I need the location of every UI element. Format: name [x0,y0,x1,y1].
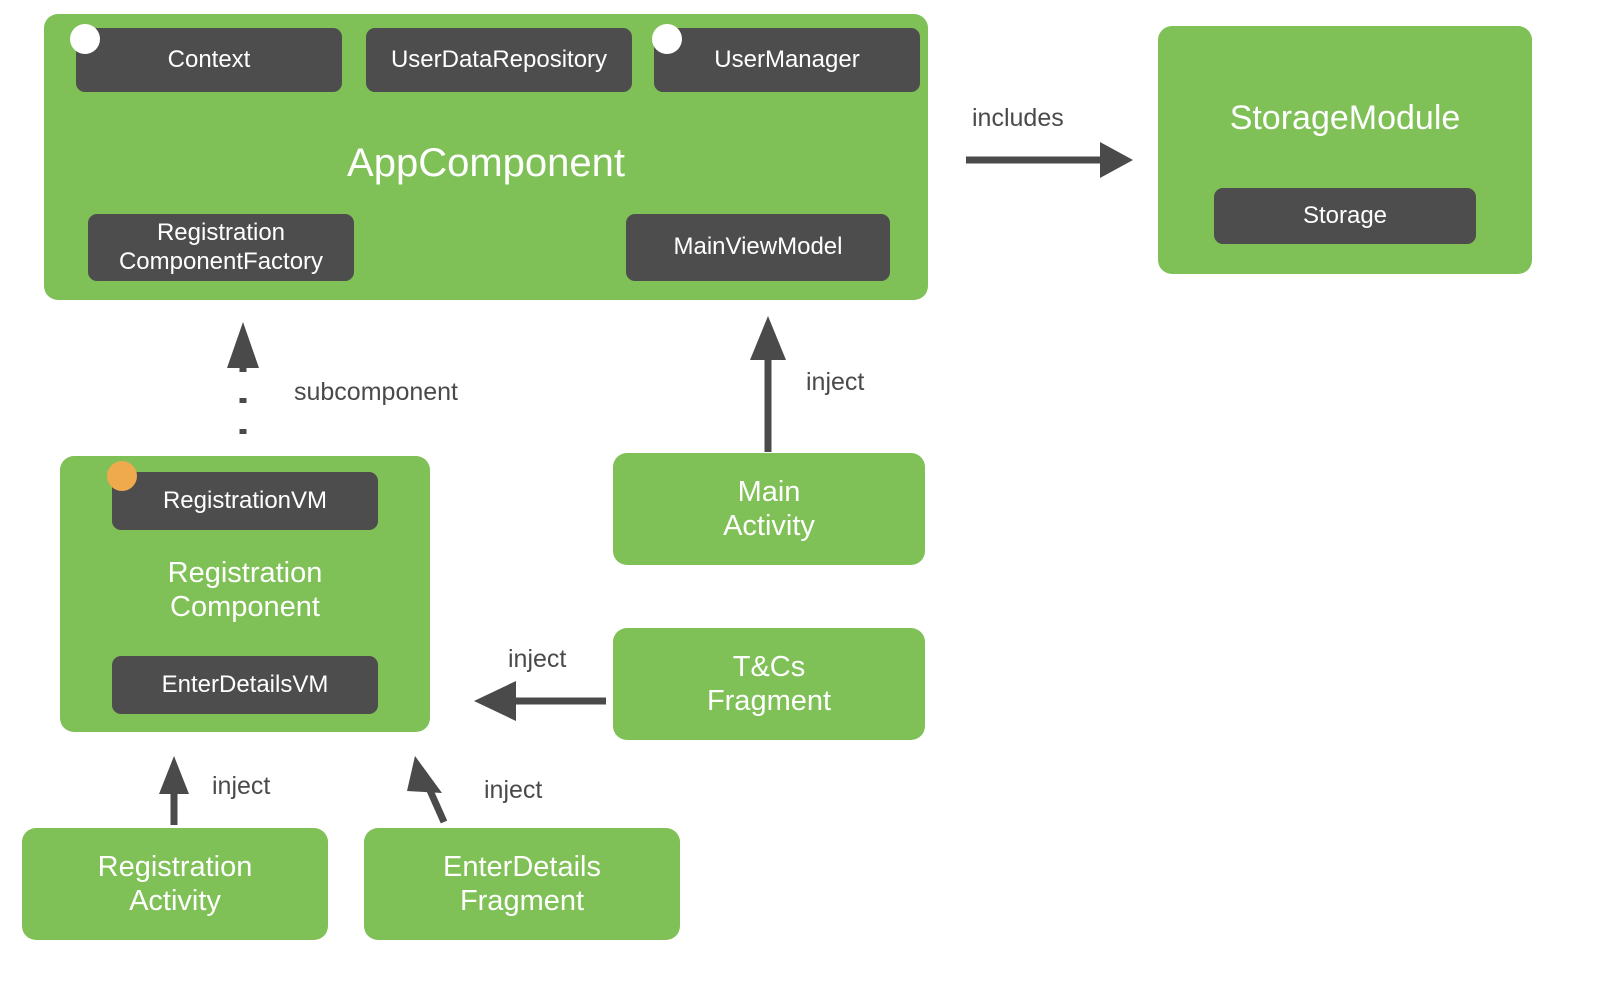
tcs-fragment-line1: T&Cs [732,650,806,683]
binding-user-data-repository[interactable]: UserDataRepository [366,28,632,92]
binding-user-data-repository-label: UserDataRepository [390,45,608,73]
edge-subcomponent [227,322,259,434]
edge-includes [966,142,1133,178]
binding-registration-component-factory[interactable]: Registration ComponentFactory [88,214,354,281]
binding-registration-vm-label: RegistrationVM [162,486,328,514]
registration-component-line2: Component [170,591,320,624]
app-component-title: AppComponent [347,141,625,185]
edge-label-includes: includes [972,104,1064,132]
binding-enter-details-vm-label: EnterDetailsVM [161,670,329,698]
binding-registration-component-factory-line2: ComponentFactory [118,247,324,275]
scope-marker-white-usermanager-icon [652,24,682,54]
tcs-fragment-line2: Fragment [706,685,832,717]
edge-label-inject-main: inject [806,368,865,396]
enterdetails-fragment-node[interactable]: EnterDetails Fragment [364,828,680,940]
enterdetails-fragment-line2: Fragment [459,885,585,917]
binding-user-manager-label: UserManager [714,45,860,73]
edge-inject-tcs [474,681,606,721]
edge-inject-enterdetails [407,756,448,824]
registration-activity-node[interactable]: Registration Activity [22,828,328,940]
edge-label-inject-tcs: inject [508,645,567,673]
scope-marker-orange-registrationvm-icon [107,461,137,491]
binding-registration-vm[interactable]: RegistrationVM [112,472,378,530]
binding-context[interactable]: Context [76,28,342,92]
binding-storage[interactable]: Storage [1214,188,1476,244]
binding-enter-details-vm[interactable]: EnterDetailsVM [112,656,378,714]
binding-main-view-model-label: MainViewModel [673,233,843,261]
registration-component-line1: Registration [167,557,323,589]
tcs-fragment-node[interactable]: T&Cs Fragment [613,628,925,740]
binding-main-view-model[interactable]: MainViewModel [626,214,890,281]
edge-label-inject-enterdetails: inject [484,776,543,804]
binding-user-manager[interactable]: UserManager [654,28,920,92]
main-activity-line2: Activity [723,510,815,542]
main-activity-line1: Main [737,475,801,508]
main-activity-node[interactable]: Main Activity [613,453,925,565]
edge-label-inject-registration: inject [212,772,271,800]
scope-marker-white-context-icon [70,24,100,54]
registration-activity-line1: Registration [97,850,253,883]
binding-registration-component-factory-line1: Registration [156,219,286,247]
binding-storage-label: Storage [1302,201,1388,229]
binding-context-label: Context [167,45,251,73]
enterdetails-fragment-line1: EnterDetails [443,850,601,883]
edge-label-subcomponent: subcomponent [294,378,459,406]
edge-inject-main [750,316,786,452]
edge-inject-registration [159,756,189,825]
registration-activity-line2: Activity [129,885,221,917]
storage-module-title: StorageModule [1229,99,1461,137]
